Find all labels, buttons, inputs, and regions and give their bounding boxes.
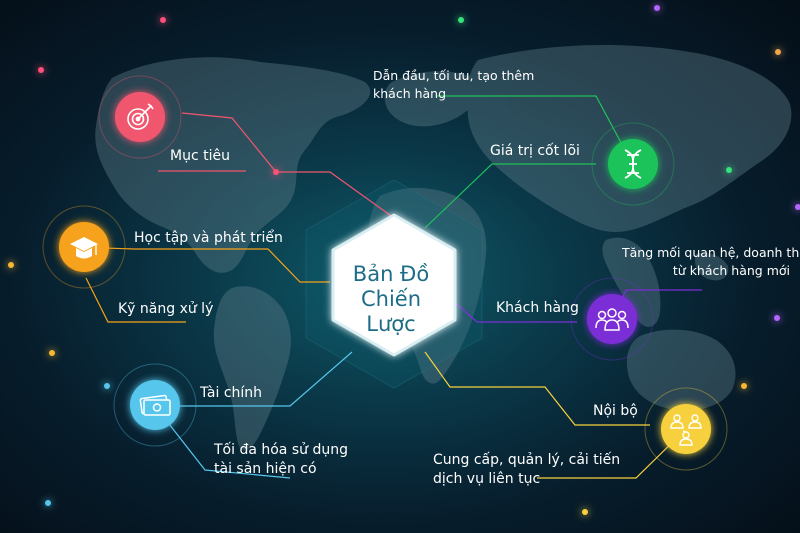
connector-khach-hang	[451, 299, 577, 323]
center-hexagon	[331, 213, 457, 357]
org-chart-icon	[670, 414, 702, 446]
connector-ky-nang	[85, 277, 186, 323]
connector-gia-tri	[424, 163, 596, 229]
node-khach-hang	[570, 277, 654, 361]
muc-tieu-label: Mục tiêu	[170, 148, 230, 164]
dan-dau-line2: khách hàng	[373, 86, 447, 102]
money-icon	[139, 394, 171, 416]
center-title: Bản Đồ Chiến Lược	[339, 262, 443, 338]
hoc-tap-label: Học tập và phát triển	[134, 230, 283, 246]
connector-noi-bo	[424, 351, 650, 426]
dan-dau-line1: Dẫn đầu, tối ưu, tạo thêm	[373, 68, 535, 83]
connector-toi-da	[154, 405, 291, 479]
connector-tai-chinh	[155, 351, 353, 407]
toi-da-line1: Tối đa hóa sử dụng	[214, 442, 348, 458]
connector-dan-dau	[436, 95, 634, 166]
tang-moi-label: Tăng mối quan hệ, doanh thu từ khách hàn…	[622, 244, 800, 280]
node-noi-bo	[644, 387, 728, 471]
tang-moi-line1: Tăng mối quan hệ, doanh thu	[622, 245, 800, 260]
people-group-icon	[595, 308, 629, 331]
toi-da-line2: tài sản hiện có	[214, 460, 317, 477]
tai-chinh-label: Tài chính	[200, 385, 263, 401]
target-icon	[127, 103, 154, 130]
toi-da-label: Tối đa hóa sử dụng tài sản hiện có	[214, 441, 348, 479]
connector-hoc-tap	[74, 246, 330, 283]
connector-muc-tieu	[181, 112, 395, 219]
dan-dau-label: Dẫn đầu, tối ưu, tạo thêm khách hàng	[373, 67, 534, 103]
dna-icon	[624, 149, 642, 179]
khach-hang-label: Khách hàng	[496, 300, 579, 316]
tang-moi-line2: từ khách hàng mới	[672, 263, 790, 279]
graduation-cap-icon	[70, 237, 98, 259]
center-title-line1: Bản Đồ	[352, 262, 430, 286]
noi-bo-label: Nội bộ	[593, 403, 638, 419]
cung-cap-line2: dịch vụ liên tục	[433, 470, 541, 487]
center-title-line2: Chiến Lược	[360, 287, 422, 337]
gia-tri-label: Giá trị cốt lõi	[490, 143, 580, 159]
cung-cap-line1: Cung cấp, quản lý, cải tiến	[433, 452, 621, 468]
ky-nang-label: Kỹ năng xử lý	[118, 301, 214, 317]
cung-cap-label: Cung cấp, quản lý, cải tiến dịch vụ liên…	[433, 451, 620, 489]
